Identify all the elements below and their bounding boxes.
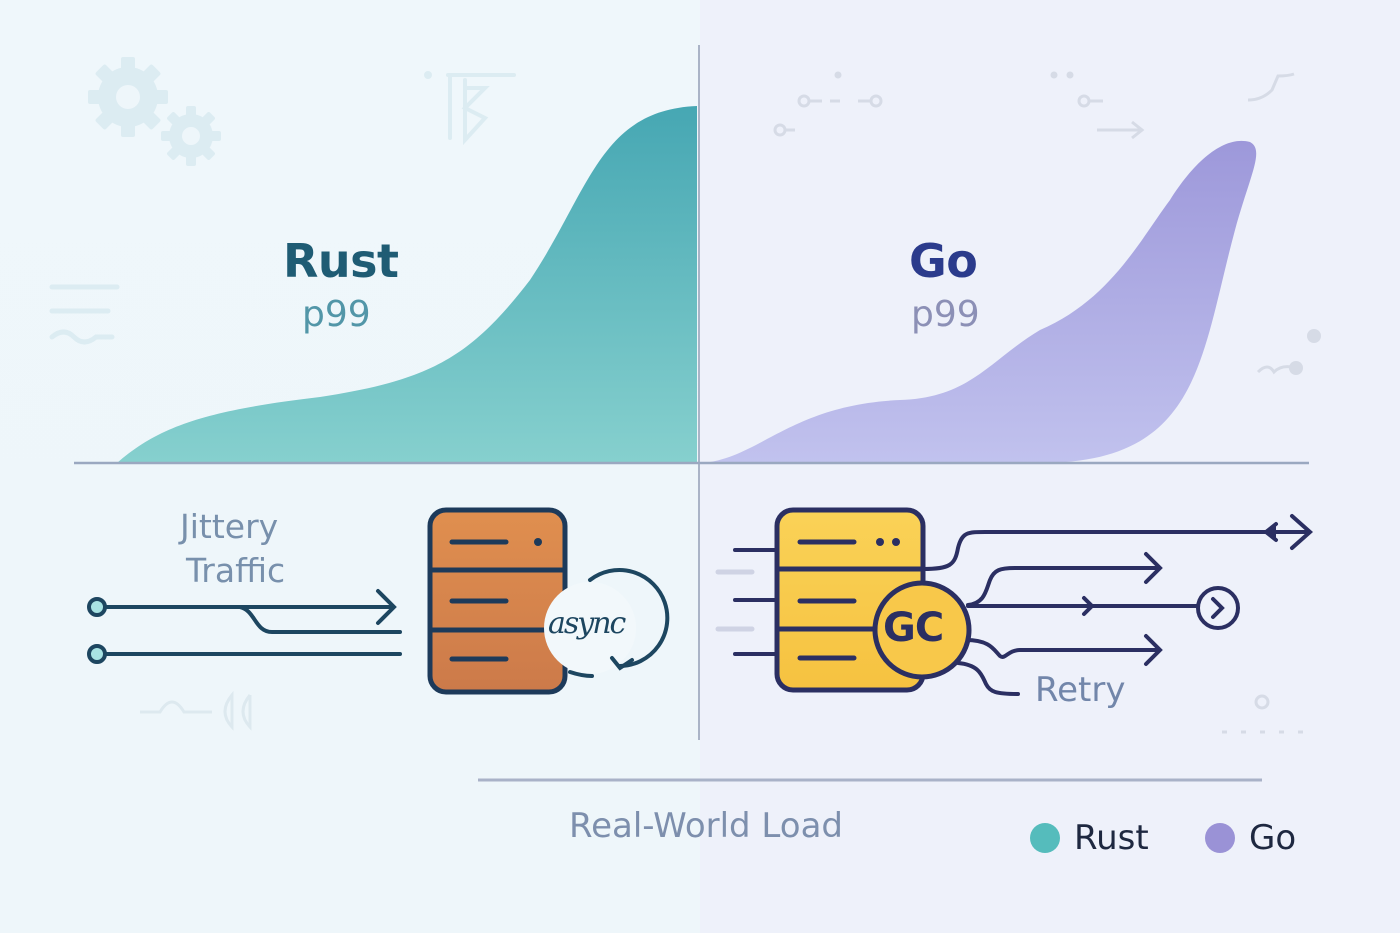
decor-dots-icon bbox=[773, 71, 1321, 734]
go-panel-background bbox=[700, 0, 1400, 933]
legend-label-rust: Rust bbox=[1074, 818, 1149, 858]
async-badge-icon bbox=[544, 568, 670, 678]
go-latency-area bbox=[702, 140, 1257, 463]
rust-server-icon bbox=[427, 507, 568, 695]
go-outbound-lines bbox=[921, 514, 1314, 696]
rust-panel-background bbox=[0, 0, 700, 933]
retry-label: Retry bbox=[1035, 670, 1126, 710]
rust-traffic-lines bbox=[102, 589, 402, 656]
go-panel-metric: p99 bbox=[911, 294, 980, 335]
legend-item-go: Go bbox=[1205, 818, 1296, 858]
legend-swatch-go bbox=[1205, 823, 1235, 853]
go-endpoint-icon bbox=[1196, 586, 1240, 630]
go-inbound-lines bbox=[715, 548, 780, 656]
async-badge-label: async bbox=[548, 606, 626, 641]
rust-panel-metric: p99 bbox=[302, 294, 371, 335]
legend-item-rust: Rust bbox=[1030, 818, 1149, 858]
legend-swatch-rust bbox=[1030, 823, 1060, 853]
jittery-traffic-line2: Traffic bbox=[186, 551, 286, 590]
legend-label-go: Go bbox=[1249, 818, 1297, 858]
traffic-source-node bbox=[87, 597, 107, 617]
gc-badge-icon bbox=[872, 580, 972, 680]
rust-latency-area bbox=[117, 106, 697, 463]
signal-lines-icon bbox=[49, 284, 120, 345]
go-panel-title: Go bbox=[909, 234, 978, 288]
jittery-traffic-label: Jittery Traffic bbox=[180, 505, 285, 593]
crane-icon bbox=[424, 71, 516, 146]
gears-icon bbox=[88, 57, 221, 166]
gc-badge-label: GC bbox=[883, 605, 944, 651]
rust-panel-title: Rust bbox=[283, 234, 399, 288]
jittery-traffic-line1: Jittery bbox=[180, 507, 279, 546]
connector-icon bbox=[140, 690, 252, 731]
x-axis-label: Real-World Load bbox=[569, 806, 843, 846]
traffic-source-node bbox=[87, 644, 107, 664]
